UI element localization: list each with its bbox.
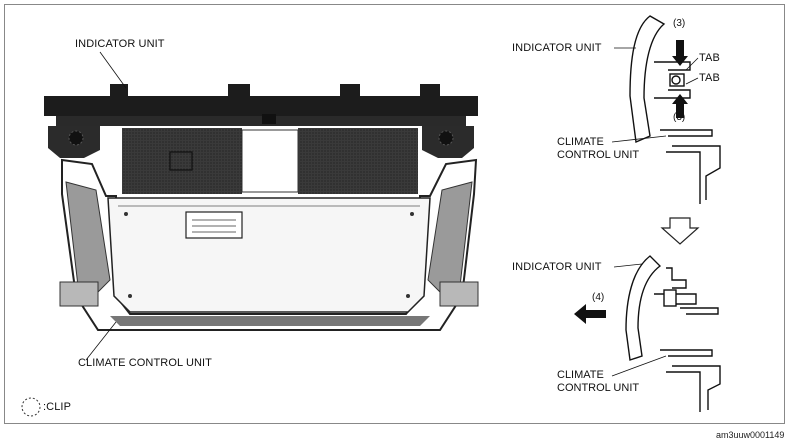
label-step-3-lower: (3)	[673, 112, 686, 123]
figure-frame	[4, 4, 785, 424]
label-indicator-unit-detail-top: INDICATOR UNIT	[512, 42, 602, 54]
figure-reference-code: am3uuw0001149	[716, 430, 785, 440]
label-climate-control-unit: CLIMATE CONTROL UNIT	[78, 357, 213, 369]
label-climate-control-unit-detail-top: CLIMATE CONTROL UNIT	[557, 136, 640, 161]
push-arrows	[672, 40, 688, 118]
leader-lines-top	[611, 47, 699, 143]
clip-legend-icon	[21, 397, 41, 417]
detail-view-before	[629, 15, 721, 204]
detail-view-after	[625, 255, 721, 412]
label-climate-control-unit-detail-bottom: CLIMATE CONTROL UNIT	[557, 369, 640, 394]
label-step-4: (4)	[592, 292, 605, 303]
leader-lines-bottom	[611, 263, 667, 377]
pull-arrow-icon	[574, 304, 606, 324]
label-step-3-upper: (3)	[673, 18, 686, 29]
label-clip-legend: :CLIP	[43, 401, 72, 413]
front-view-assembly	[44, 51, 479, 361]
label-indicator-unit-detail-bottom: INDICATOR UNIT	[512, 261, 602, 273]
down-arrow-icon	[660, 217, 700, 245]
label-tab-upper: TAB	[699, 52, 720, 64]
label-indicator-unit: INDICATOR UNIT	[75, 38, 165, 50]
label-tab-lower: TAB	[699, 72, 720, 84]
